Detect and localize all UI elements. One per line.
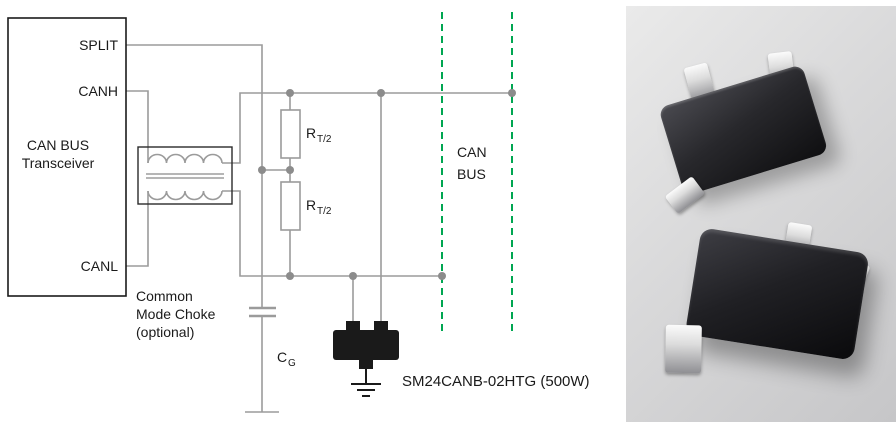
choke-label-line1: Common [136, 288, 193, 304]
choke-winding-top [147, 153, 223, 164]
pin-label-canh: CANH [78, 83, 118, 99]
junction-dot [349, 272, 357, 280]
junction-dot [258, 166, 266, 174]
junction-dot [286, 272, 294, 280]
transceiver-name-line2: Transceiver [22, 155, 95, 171]
pin-label-split: SPLIT [79, 37, 118, 53]
resistor-rt2-upper [280, 109, 301, 159]
wire-canh-from-transceiver [126, 90, 149, 163]
choke-label-line3: (optional) [136, 324, 194, 340]
tvs-lead-left [346, 321, 360, 331]
can-bus-schematic: SPLIT CANH CANL CAN BUS Transceiver Comm… [7, 12, 590, 413]
product-photo [626, 6, 896, 422]
resistor-lower-label: R [306, 197, 316, 213]
capacitor-label-sub: G [288, 358, 296, 369]
resistor-upper-label: R [306, 125, 316, 141]
resistor-upper-label-sub: T/2 [317, 134, 332, 145]
transceiver-box [7, 17, 127, 297]
package-body [684, 227, 870, 361]
junction-dot [286, 89, 294, 97]
capacitor-label: C [277, 349, 287, 365]
pin-label-canl: CANL [81, 258, 119, 274]
resistor-lower-label-sub: T/2 [317, 206, 332, 217]
wire-canl-rail [222, 190, 442, 277]
tvs-lead-ground [359, 359, 373, 369]
tvs-part-label: SM24CANB-02HTG (500W) [402, 373, 590, 390]
choke-winding-bottom [147, 190, 223, 201]
wire-canh-rail [222, 92, 512, 164]
junction-dot [438, 272, 446, 280]
sot23-package-bottom [640, 197, 896, 422]
wire-canl-from-transceiver [126, 191, 149, 267]
junction-dot [508, 89, 516, 97]
tvs-lead-right [374, 321, 388, 331]
package-body [658, 64, 829, 197]
package-lead-icon [665, 324, 702, 374]
wire-split [126, 44, 290, 171]
bus-label-line2: BUS [457, 166, 486, 182]
junction-dot [286, 166, 294, 174]
resistor-rt2-lower [280, 181, 301, 231]
transceiver-name-line1: CAN BUS [27, 137, 89, 153]
junction-dot [377, 89, 385, 97]
choke-box [137, 146, 233, 205]
tvs-body [333, 330, 399, 360]
choke-label-line2: Mode Choke [136, 306, 216, 322]
bus-label-line1: CAN [457, 144, 487, 160]
